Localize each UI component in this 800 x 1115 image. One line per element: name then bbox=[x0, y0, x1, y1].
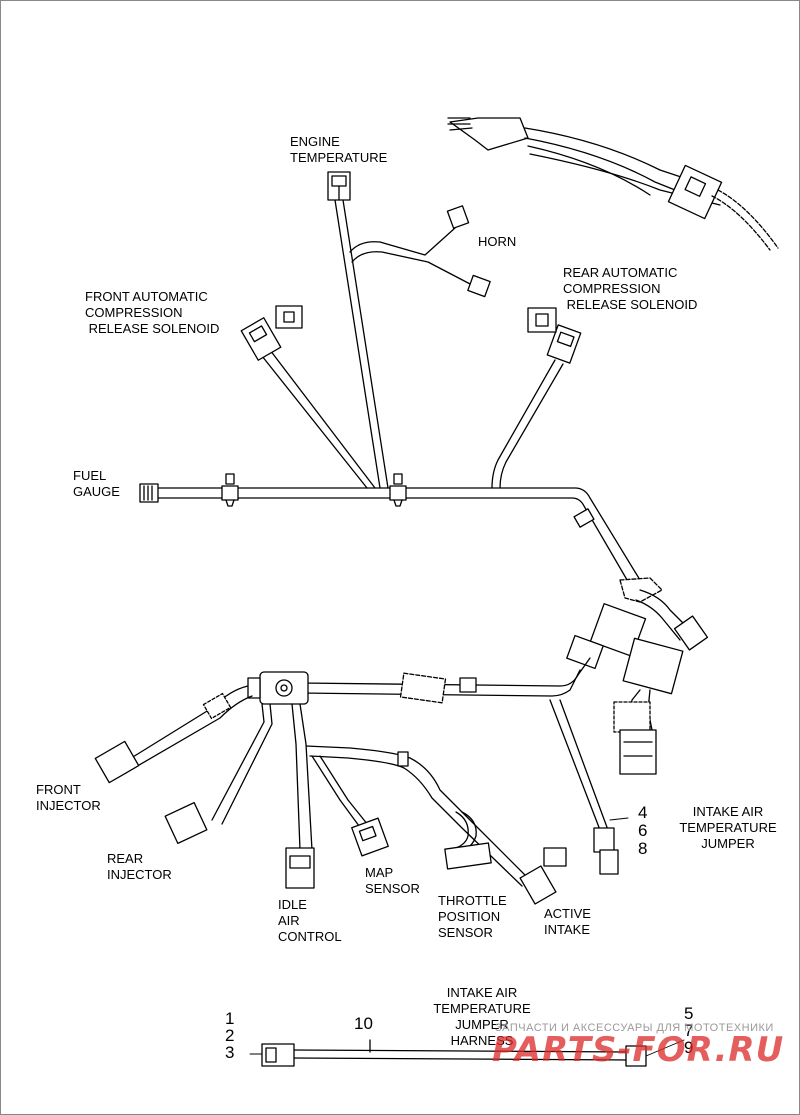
label-intake-air-temp-jumper-harness: INTAKE AIR TEMPERATURE JUMPER HARNESS bbox=[433, 985, 531, 1048]
leader-lines bbox=[249, 817, 685, 1057]
label-front-injector: FRONT INJECTOR bbox=[36, 782, 101, 813]
label-active-intake: ACTIVE INTAKE bbox=[544, 906, 591, 937]
front-acr-branch bbox=[240, 317, 376, 489]
fuel-gauge-connector bbox=[139, 483, 159, 503]
label-rear-acr-solenoid: REAR AUTOMATIC COMPRESSION RELEASE SOLEN… bbox=[563, 265, 698, 312]
callout-2: 2 bbox=[225, 1026, 235, 1045]
callout-10: 10 bbox=[354, 1014, 373, 1033]
callout-1: 1 bbox=[225, 1009, 235, 1028]
trunk-clip-1 bbox=[221, 473, 239, 507]
upper-right-harness bbox=[447, 117, 779, 251]
label-engine-temperature: ENGINE TEMPERATURE bbox=[290, 134, 388, 165]
label-rear-injector: REAR INJECTOR bbox=[107, 851, 172, 882]
rear-acr-branch bbox=[491, 324, 582, 489]
idle-air-control-connector bbox=[285, 847, 315, 889]
callout-6: 6 bbox=[638, 821, 648, 840]
label-map-sensor: MAP SENSOR bbox=[365, 865, 420, 896]
callout-3: 3 bbox=[225, 1043, 235, 1062]
intake-junction-harness bbox=[566, 577, 709, 775]
callout-4: 4 bbox=[638, 803, 648, 822]
main-trunk-wire bbox=[157, 487, 641, 586]
callout-9: 9 bbox=[684, 1038, 694, 1057]
callout-5: 5 bbox=[684, 1004, 694, 1023]
front-injector-branch bbox=[94, 685, 253, 784]
label-front-acr-solenoid: FRONT AUTOMATIC COMPRESSION RELEASE SOLE… bbox=[85, 289, 220, 336]
rear-acr-solenoid bbox=[527, 307, 557, 333]
trunk-clip-2 bbox=[389, 473, 407, 507]
callout-7: 7 bbox=[684, 1021, 694, 1040]
junction-block bbox=[247, 671, 309, 705]
map-sensor-connector bbox=[351, 817, 389, 857]
watermark-caption: ЗАПЧАСТИ И АКСЕССУАРЫ ДЛЯ МОТОТЕХНИКИ bbox=[495, 1022, 774, 1034]
active-intake-connector bbox=[519, 847, 567, 905]
rear-injector-branch bbox=[164, 703, 273, 845]
lower-sensor-branches bbox=[291, 703, 531, 887]
label-horn: HORN bbox=[478, 234, 517, 249]
label-intake-air-temp-jumper: INTAKE AIR TEMPERATURE JUMPER bbox=[679, 804, 777, 851]
watermark-logo: PARTS-FOR.RU bbox=[492, 1030, 785, 1070]
callout-8: 8 bbox=[638, 839, 648, 858]
engine-temperature-branch bbox=[327, 171, 389, 489]
label-throttle-position-sensor: THROTTLE POSITION SENSOR bbox=[438, 893, 507, 940]
label-idle-air-control: IDLE AIR CONTROL bbox=[278, 897, 342, 944]
intake-air-temp-jumper-branch bbox=[549, 699, 619, 875]
horn-branch bbox=[349, 205, 491, 298]
front-acr-solenoid bbox=[275, 305, 303, 329]
lower-trunk-wire bbox=[299, 657, 591, 704]
jumper-harness bbox=[261, 1039, 647, 1067]
trunk-clip-3 bbox=[573, 508, 595, 528]
label-fuel-gauge: FUEL GAUGE bbox=[73, 468, 120, 499]
